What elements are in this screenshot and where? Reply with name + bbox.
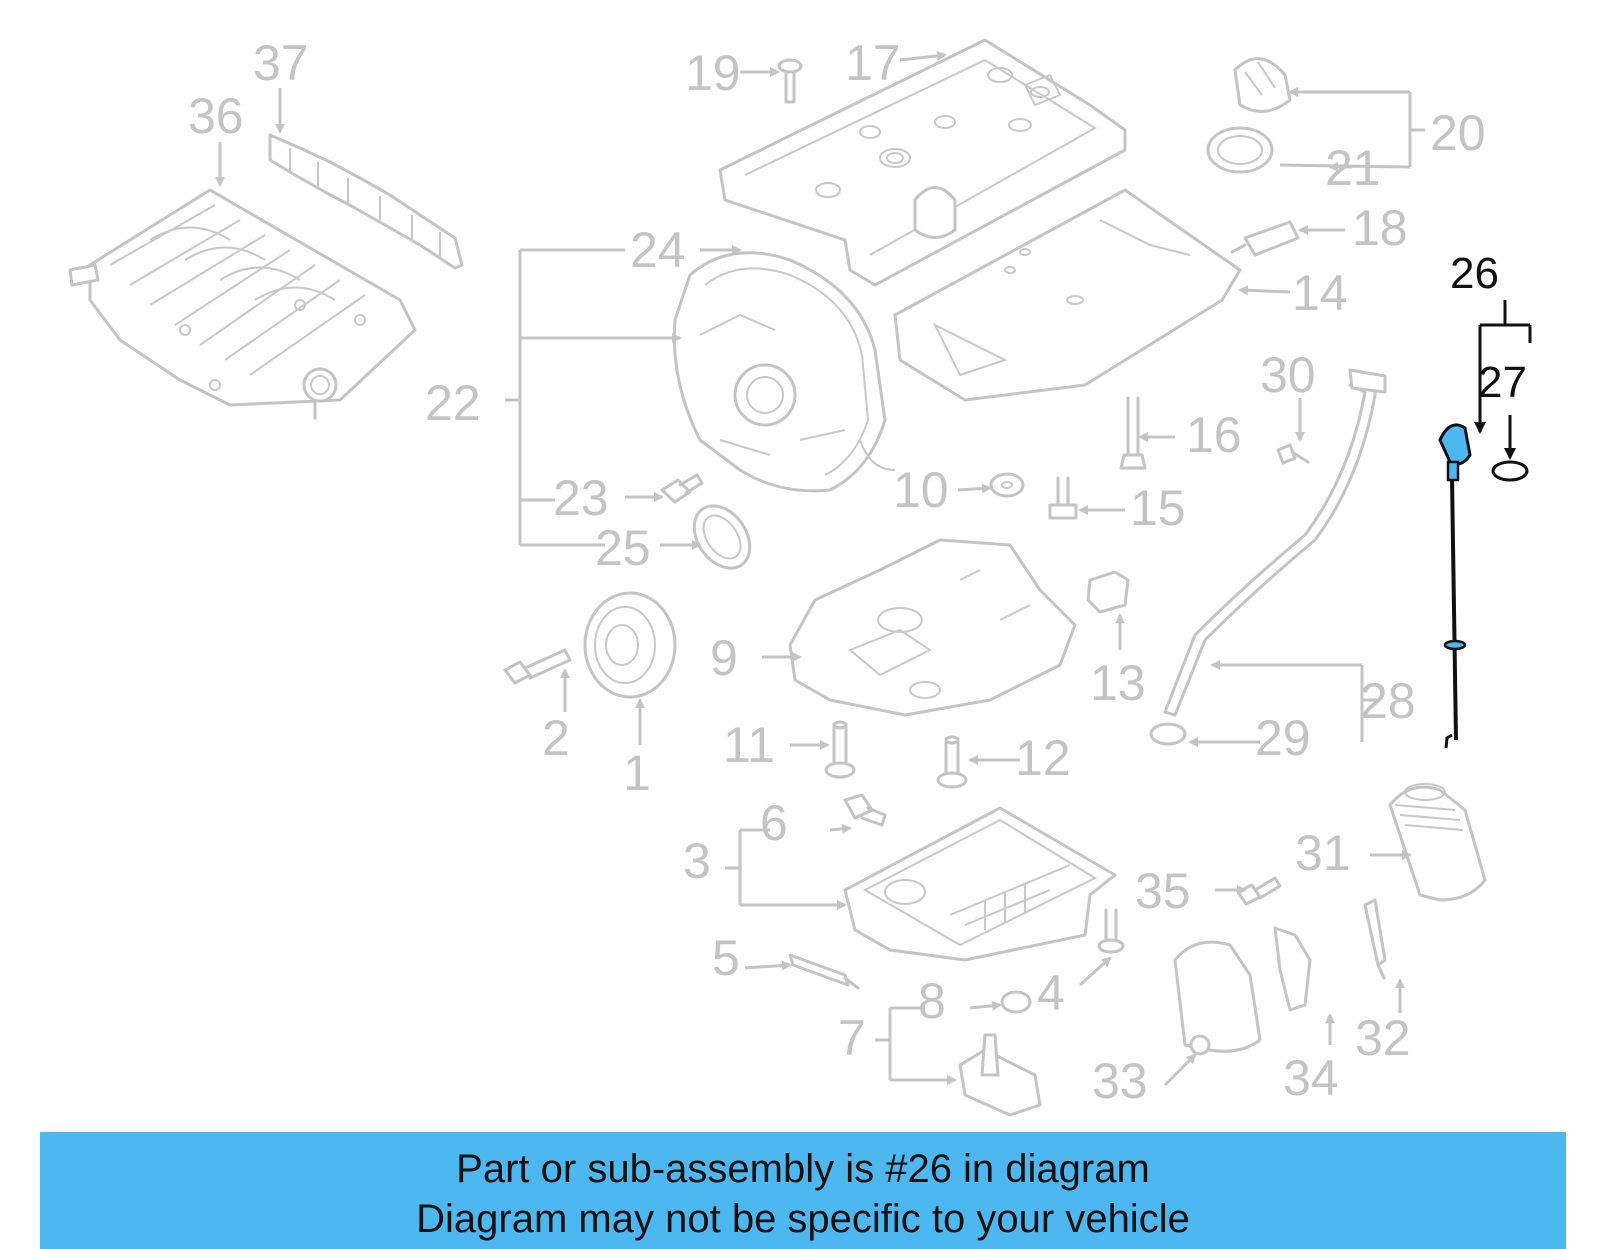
label-24: 24 <box>630 222 686 278</box>
part-4-bolt <box>1097 908 1125 954</box>
label-20: 20 <box>1430 105 1486 161</box>
part-19-bolt <box>777 58 803 104</box>
label-27: 27 <box>1478 358 1527 407</box>
part-30-bolt <box>1276 443 1310 465</box>
label-12: 12 <box>1015 730 1071 786</box>
banner-line-2: Diagram may not be specific to your vehi… <box>416 1197 1190 1241</box>
parts-diagram: 37 36 19 17 20 21 18 24 14 26 27 22 30 1… <box>68 35 1532 1117</box>
part-34-bracket <box>1273 926 1312 1012</box>
part-6-sensor <box>843 793 887 827</box>
label-34: 34 <box>1283 1050 1339 1106</box>
part-15-bolt <box>1048 476 1078 520</box>
label-4: 4 <box>1037 965 1065 1021</box>
part-13-clip <box>1086 570 1130 614</box>
part-25-seal <box>692 504 752 570</box>
label-10: 10 <box>893 462 949 518</box>
label-1: 1 <box>623 745 651 801</box>
banner-line-1: Part or sub-assembly is #26 in diagram <box>456 1147 1150 1191</box>
part-7-oil-level-sensor <box>958 1033 1042 1117</box>
part-labels: 37 36 19 17 20 21 18 24 14 26 27 22 30 1… <box>188 35 1527 1109</box>
part-11-stud <box>824 720 856 779</box>
part-32-sensor <box>1363 898 1387 980</box>
label-9: 9 <box>710 630 738 686</box>
part-21-seal <box>1206 126 1274 174</box>
part-16-bolt <box>1119 396 1147 470</box>
part-12-stud <box>936 735 968 789</box>
label-21: 21 <box>1325 140 1381 196</box>
part-27-oring <box>1491 460 1529 482</box>
label-16: 16 <box>1186 407 1242 463</box>
part-14-plate <box>893 188 1242 402</box>
part-8-washer <box>1000 990 1032 1014</box>
label-26: 26 <box>1450 249 1499 298</box>
part-31-oil-filter <box>1388 783 1487 902</box>
label-5: 5 <box>712 930 740 986</box>
label-30: 30 <box>1260 347 1316 403</box>
label-32: 32 <box>1355 1010 1411 1066</box>
label-14: 14 <box>1292 265 1348 321</box>
part-17-valve-cover <box>718 38 1127 287</box>
label-22: 22 <box>425 375 481 431</box>
part-28-guide-tube <box>1163 368 1387 717</box>
label-29: 29 <box>1255 710 1311 766</box>
part-2-bolt <box>503 648 572 685</box>
label-15: 15 <box>1130 480 1186 536</box>
part-24-timing-cover <box>672 251 896 493</box>
label-2: 2 <box>542 710 570 766</box>
label-31: 31 <box>1295 825 1351 881</box>
part-9-baffle <box>788 538 1077 717</box>
label-17: 17 <box>845 35 901 91</box>
info-banner: Part or sub-assembly is #26 in diagram D… <box>40 1132 1566 1249</box>
part-1-pulley <box>583 591 677 699</box>
part-10-washer <box>989 472 1025 498</box>
label-18: 18 <box>1352 200 1408 256</box>
part-26-dipstick-highlighted <box>1438 423 1472 749</box>
part-20-filler-cap <box>1233 57 1292 113</box>
label-25: 25 <box>595 520 651 576</box>
part-5-stud <box>788 953 860 990</box>
label-7: 7 <box>838 1010 866 1066</box>
part-3-oil-pan <box>843 806 1117 962</box>
part-36-intake-manifold <box>68 188 417 420</box>
label-19: 19 <box>685 45 741 101</box>
leader-lines <box>215 50 1532 1087</box>
label-35: 35 <box>1135 863 1191 919</box>
part-23-bolt <box>660 473 704 504</box>
label-3: 3 <box>683 833 711 889</box>
label-28: 28 <box>1360 673 1416 729</box>
part-29-oring <box>1149 722 1187 746</box>
part-33-oil-cooler <box>1173 940 1262 1056</box>
label-13: 13 <box>1090 655 1146 711</box>
label-6: 6 <box>760 795 788 851</box>
label-37: 37 <box>253 35 309 91</box>
label-36: 36 <box>188 88 244 144</box>
part-37-gasket <box>268 133 464 270</box>
label-11: 11 <box>723 717 775 773</box>
label-8: 8 <box>918 973 946 1029</box>
label-23: 23 <box>553 470 609 526</box>
label-33: 33 <box>1092 1053 1148 1109</box>
part-18-sensor <box>1230 220 1300 257</box>
